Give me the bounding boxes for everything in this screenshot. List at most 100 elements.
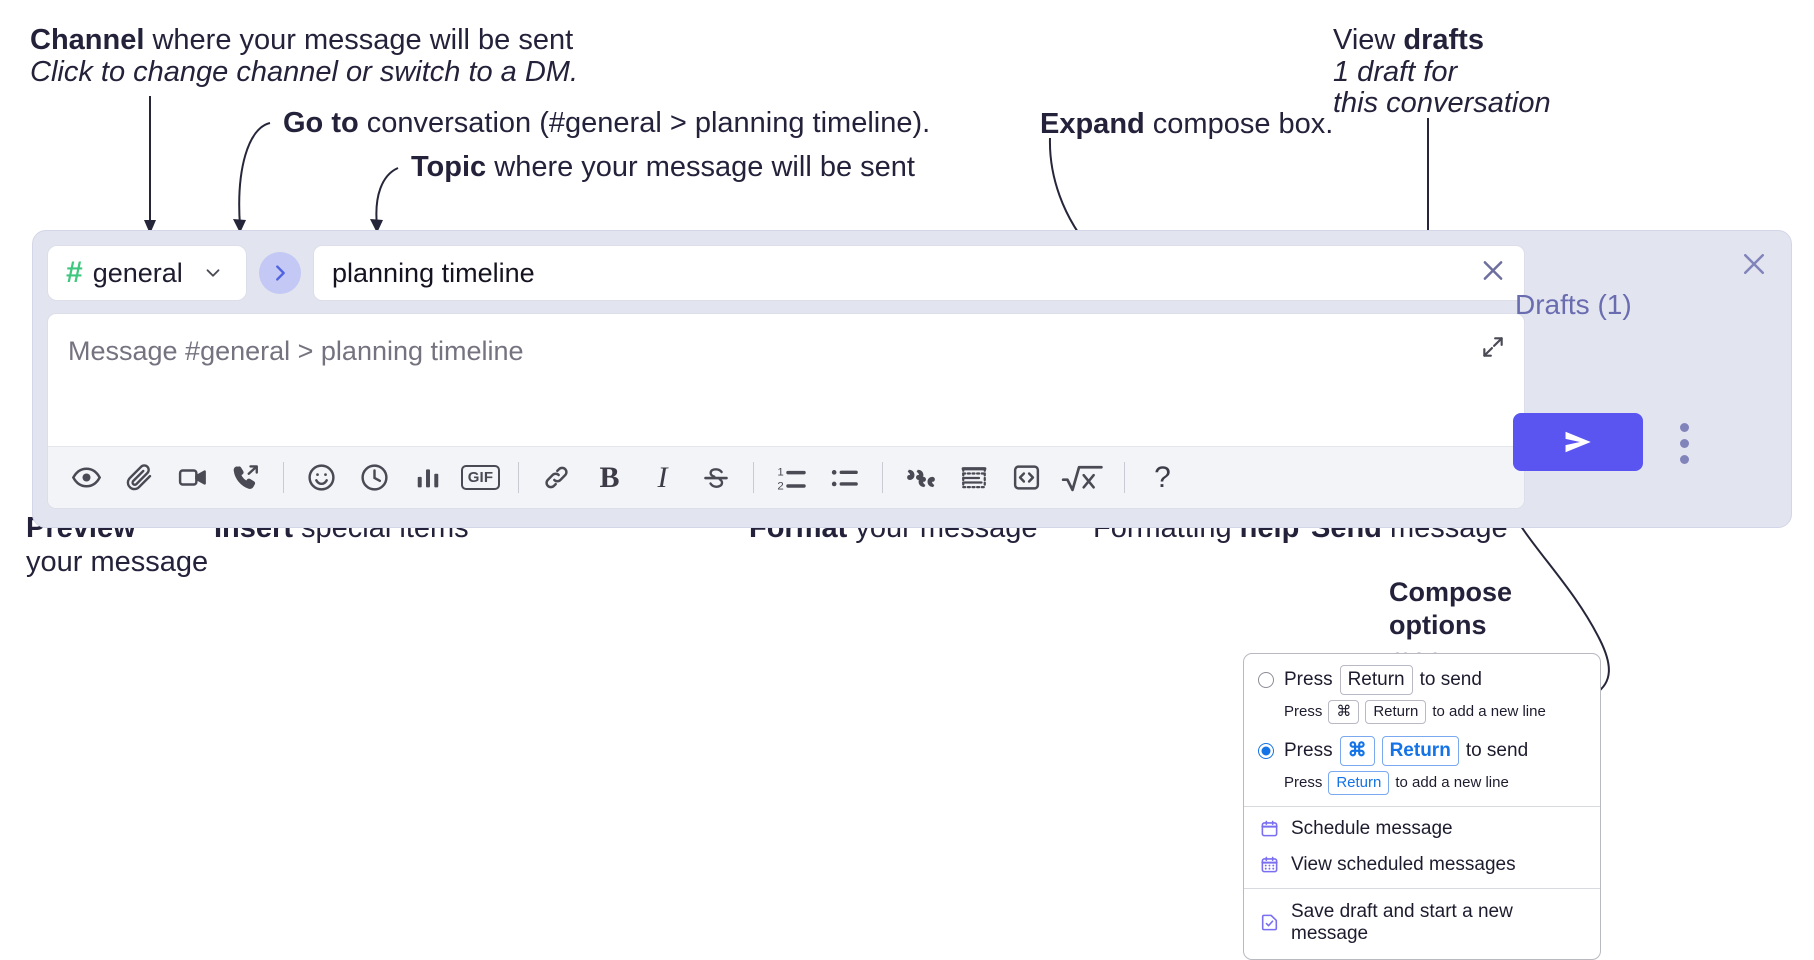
message-placeholder: Message #general > planning timeline — [68, 336, 524, 366]
help-glyph: ? — [1154, 460, 1171, 494]
send-button[interactable] — [1513, 413, 1643, 471]
key-command-2: ⌘ — [1339, 735, 1375, 766]
gif-label: GIF — [460, 465, 501, 490]
attachment-paperclip-icon[interactable] — [113, 451, 166, 504]
compose-panel: # general planning timeline Message #gen… — [32, 230, 1792, 528]
annotation-drafts-bold: drafts — [1403, 24, 1484, 56]
gif-icon[interactable]: GIF — [454, 451, 507, 504]
chevron-right-icon — [276, 265, 285, 281]
preview-eye-icon[interactable] — [60, 451, 113, 504]
menu-item-view-scheduled[interactable]: View scheduled messages — [1244, 847, 1600, 883]
annotation-topic-bold: Topic — [411, 151, 487, 183]
opt2-sub-post: to add a new line — [1395, 774, 1509, 792]
annotation-expand-bold: Expand — [1040, 108, 1145, 140]
menu-item-save-draft[interactable]: Save draft and start a new message — [1244, 894, 1600, 952]
bullet-list-icon[interactable] — [818, 451, 871, 504]
menu-divider-2 — [1244, 887, 1600, 889]
channel-selector[interactable]: # general — [47, 245, 247, 301]
annotation-compose-options-2: options — [1389, 608, 1486, 643]
annotation-preview-sub-text: your message — [26, 546, 209, 578]
annotation-channel-bold: Channel — [30, 24, 145, 56]
link-icon[interactable] — [530, 451, 583, 504]
emoji-smiley-icon[interactable] — [295, 451, 348, 504]
video-camera-icon[interactable] — [166, 451, 219, 504]
annotation-topic-rest: where your message will be sent — [486, 151, 915, 183]
svg-text:2: 2 — [777, 480, 783, 492]
annotation-channel: Channel where your message will be sent — [30, 22, 573, 59]
expand-compose-icon[interactable] — [1480, 334, 1506, 365]
annotation-drafts-sub2: this conversation — [1333, 85, 1551, 122]
compose-inner: # general planning timeline Message #gen… — [47, 245, 1525, 509]
topic-input[interactable]: planning timeline — [313, 245, 1525, 301]
formatting-help-icon[interactable]: ? — [1136, 451, 1189, 504]
blockquote-icon[interactable] — [894, 451, 947, 504]
svg-text:1: 1 — [777, 466, 783, 478]
opt1-post: to send — [1419, 668, 1482, 690]
radio-cmd-return[interactable] — [1258, 742, 1274, 759]
annotation-compose-bold2: options — [1389, 610, 1487, 640]
inline-code-icon[interactable] — [1000, 451, 1053, 504]
phone-forward-icon[interactable] — [219, 451, 272, 504]
annotation-goto: Go to conversation (#general > planning … — [283, 105, 930, 142]
italic-label: I — [657, 460, 668, 494]
annotation-goto-rest: conversation (#general > planning timeli… — [358, 107, 931, 139]
toolbar-divider — [283, 462, 284, 493]
annotation-drafts-sub2-text: this conversation — [1333, 87, 1551, 119]
key-return-4: Return — [1328, 770, 1390, 795]
clear-topic-icon[interactable] — [1478, 256, 1508, 291]
calendar-icon — [1258, 818, 1280, 840]
drafts-link[interactable]: Drafts (1) — [1515, 289, 1632, 320]
menu-divider-1 — [1244, 805, 1600, 807]
bold-icon[interactable]: B — [583, 451, 636, 504]
annotation-goto-bold: Go to — [283, 107, 359, 139]
menu-item-schedule-message[interactable]: Schedule message — [1244, 811, 1600, 847]
menu-item-save-draft-label: Save draft and start a new message — [1291, 900, 1513, 944]
key-return: Return — [1339, 665, 1413, 695]
opt1-pre: Press — [1284, 668, 1333, 690]
clock-icon[interactable] — [348, 451, 401, 504]
chevron-down-icon — [202, 262, 224, 284]
key-command: ⌘ — [1328, 699, 1360, 724]
annotation-channel-rest: where your message will be sent — [144, 24, 574, 56]
annotation-compose-options: Compose — [1389, 575, 1512, 610]
annotation-channel-sub: Click to change channel or switch to a D… — [30, 54, 578, 91]
annotation-topic: Topic where your message will be sent — [411, 149, 915, 186]
send-option-return[interactable]: Press Return to send — [1244, 663, 1600, 697]
annotation-drafts-sub1-text: 1 draft for — [1333, 56, 1458, 88]
annotation-drafts: View drafts — [1333, 22, 1484, 59]
send-option-cmd-return[interactable]: Press ⌘ Return to send — [1244, 734, 1600, 768]
go-to-conversation-button[interactable] — [259, 252, 301, 294]
menu-group-draft: Save draft and start a new message — [1244, 889, 1600, 959]
send-option-return-sub: Press ⌘ Return to add a new line — [1244, 697, 1600, 728]
math-sqrt-icon[interactable] — [1053, 451, 1113, 504]
send-shortcut-options: Press Return to send Press ⌘ Return to a… — [1244, 654, 1600, 806]
channel-name-label: general — [92, 257, 183, 288]
annotation-preview-sub: your message — [26, 544, 208, 581]
annotation-compose-bold1: Compose — [1389, 577, 1513, 607]
code-block-icon[interactable] — [947, 451, 1000, 504]
key-return-2: Return — [1365, 699, 1427, 724]
save-draft-icon — [1258, 912, 1280, 934]
close-panel-button[interactable] — [1739, 249, 1769, 284]
annotation-drafts-lead: View — [1333, 24, 1404, 56]
menu-item-view-scheduled-label: View scheduled messages — [1291, 853, 1516, 875]
italic-icon[interactable]: I — [636, 451, 689, 504]
opt2-sub-pre: Press — [1284, 774, 1323, 792]
annotation-drafts-sub1: 1 draft for — [1333, 54, 1457, 91]
key-return-3: Return — [1381, 735, 1459, 766]
compose-options-menu-button[interactable] — [1672, 419, 1696, 467]
menu-group-schedule: Schedule message View scheduled messages — [1244, 807, 1600, 888]
toolbar-divider-3 — [753, 462, 754, 493]
send-paper-plane-icon — [1565, 431, 1591, 453]
topic-value: planning timeline — [332, 257, 535, 288]
opt2-post: to send — [1465, 739, 1529, 761]
strikethrough-icon[interactable] — [689, 451, 742, 504]
poll-bar-chart-icon[interactable] — [401, 451, 454, 504]
send-option-return-label: Press Return to send — [1284, 665, 1482, 695]
message-input-box[interactable]: Message #general > planning timeline — [47, 313, 1525, 509]
kebab-dot-1 — [1679, 422, 1689, 432]
radio-return[interactable] — [1258, 671, 1274, 688]
toolbar-divider-5 — [1124, 462, 1125, 493]
